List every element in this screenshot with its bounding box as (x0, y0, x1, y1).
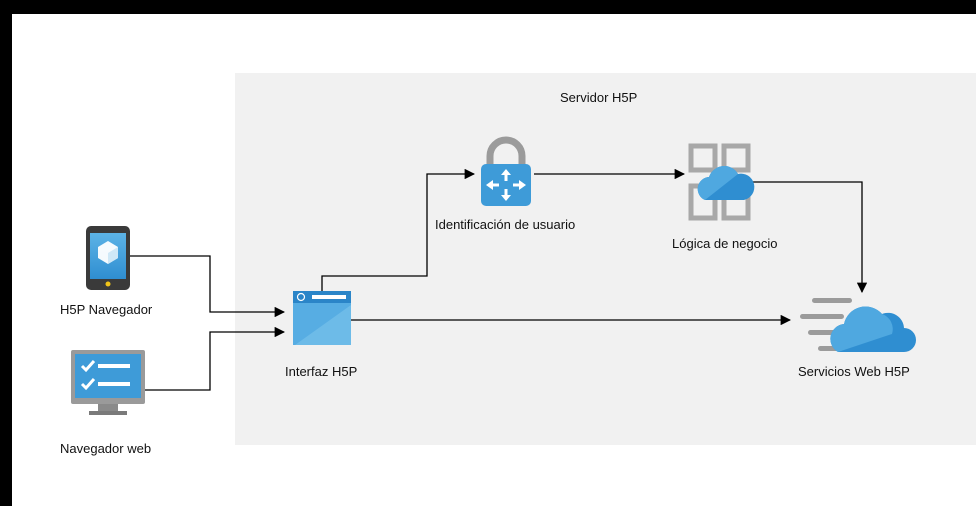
edge-mobile-to-interface (130, 255, 286, 318)
node-label-interface: Interfaz H5P (285, 364, 358, 379)
lock-router-icon (481, 136, 531, 206)
diagram-canvas: Servidor H5P H5P Navegador Navegador web… (12, 14, 976, 506)
edge-interface-to-auth (321, 168, 476, 292)
edge-browser-to-interface (145, 326, 286, 391)
node-label-logic: Lógica de negocio (672, 236, 778, 251)
fast-cloud-icon (800, 298, 916, 352)
edges (130, 168, 868, 391)
diagram-graphics (71, 136, 916, 415)
server-zone (235, 73, 976, 445)
server-zone-label: Servidor H5P (560, 90, 638, 105)
node-label-auth: Identificación de usuario (435, 217, 576, 232)
app-window-icon (293, 291, 351, 345)
edge-logic-to-services (752, 181, 868, 294)
node-label-mobile: H5P Navegador (60, 302, 153, 317)
monitor-checklist-icon (71, 350, 145, 415)
node-label-services: Servicios Web H5P (798, 364, 910, 379)
mobile-phone-icon (86, 226, 130, 290)
cloud-grid-icon (688, 143, 755, 221)
node-label-browser: Navegador web (60, 441, 152, 456)
